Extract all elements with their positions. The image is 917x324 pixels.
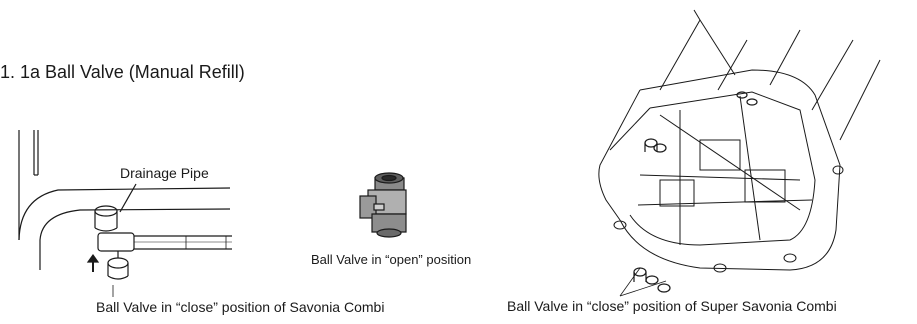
super-savonia-close-caption: Ball Valve in “close” position of Super … <box>507 298 837 314</box>
savonia-ball-valve <box>97 232 232 280</box>
up-arrow-icon <box>86 253 100 272</box>
savonia-close-caption: Ball Valve in “close” position of Savoni… <box>96 299 385 315</box>
drainage-pipe-label: Drainage Pipe <box>120 165 209 181</box>
ball-valve-assembly <box>633 91 758 293</box>
cabinet-outline <box>18 130 231 270</box>
open-ball-valve <box>359 172 407 238</box>
drainage-pipe-leader <box>119 183 137 213</box>
section-heading: 1. 1a Ball Valve (Manual Refill) <box>0 62 245 82</box>
open-position-caption: Ball Valve in “open” position <box>311 252 472 267</box>
super-caption-leaders <box>619 267 667 297</box>
feet <box>613 165 844 273</box>
unit-base-body <box>598 69 841 271</box>
drainage-pipe <box>94 205 118 232</box>
tank-column-outline <box>659 9 881 141</box>
